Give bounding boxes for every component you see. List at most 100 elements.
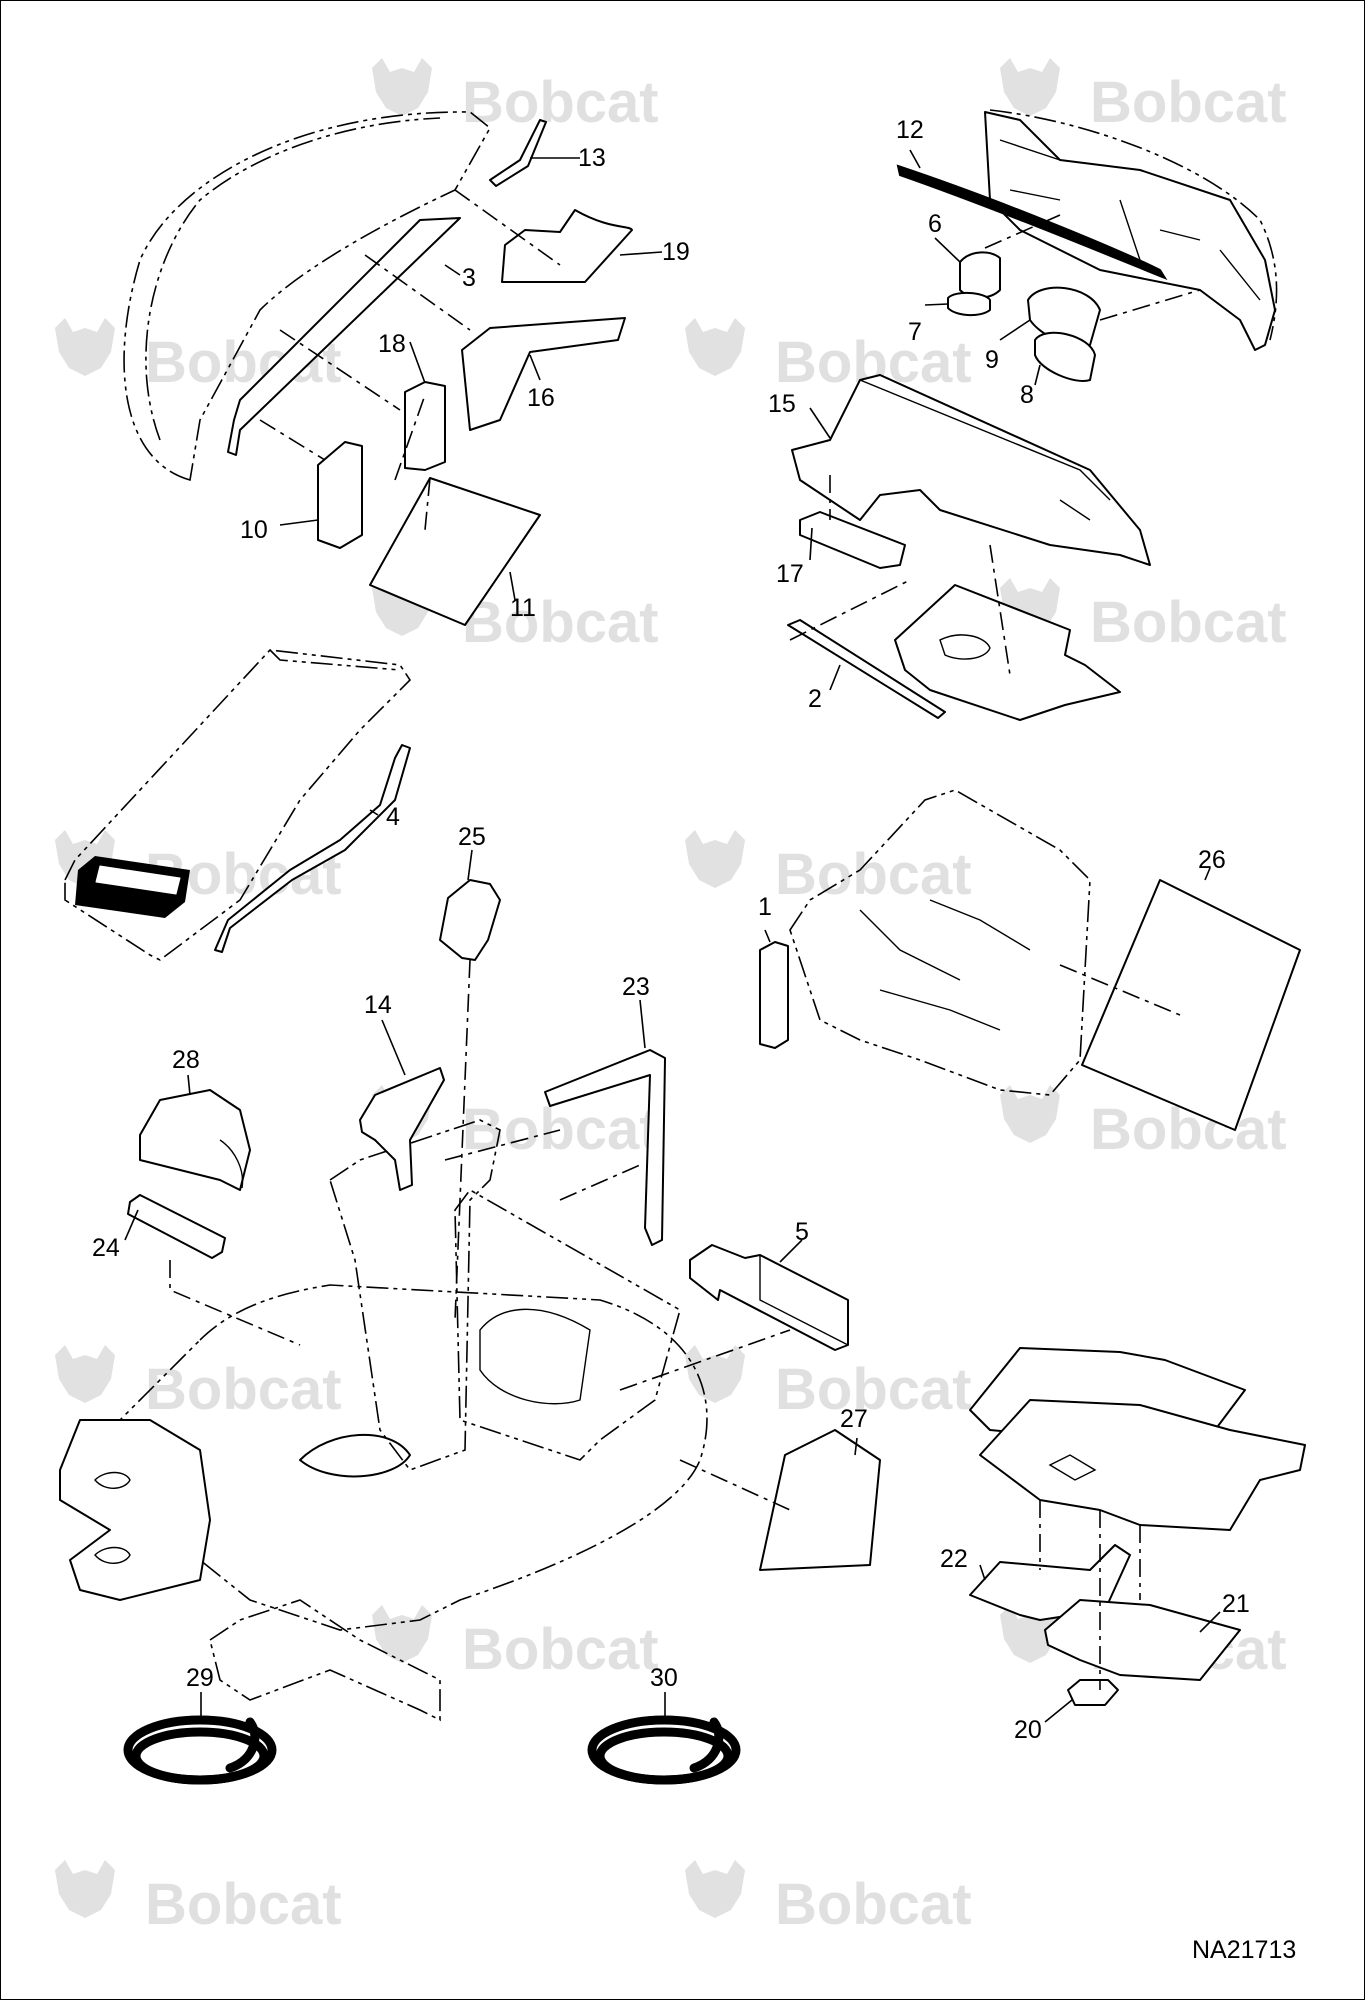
watermark: Bobcat [685, 1860, 972, 1937]
cab-frame [789, 789, 1091, 1096]
hose-29 [123, 1715, 277, 1785]
watermark-text: Bobcat [462, 70, 659, 135]
watermark: Bobcat [372, 578, 659, 655]
callout-18: 18 [378, 330, 406, 358]
leader-24 [124, 1209, 139, 1241]
engine-cover-group [123, 111, 633, 626]
engine-cover-phantom [123, 111, 492, 482]
watermark-text: Bobcat [1090, 70, 1287, 135]
leader-26 [1204, 867, 1211, 881]
pad-5 [689, 1244, 849, 1351]
watermark-text: Bobcat [462, 1617, 659, 1682]
cab-pillar [329, 1119, 501, 1471]
callout-7: 7 [908, 318, 922, 346]
watermark-text: Bobcat [775, 1357, 972, 1422]
pad-6 [959, 251, 1001, 299]
hose-coil [131, 1727, 269, 1785]
document-id: NA21713 [1192, 1936, 1296, 1964]
pad-14 [359, 1067, 445, 1191]
cab-frame-detail [859, 899, 1031, 1031]
assembly-line [454, 189, 561, 266]
leader-21 [1199, 1611, 1221, 1633]
leader-2 [829, 664, 841, 691]
callout-10: 10 [240, 516, 268, 544]
pad-18 [404, 381, 446, 471]
leader-27 [854, 1437, 858, 1456]
seal-4 [214, 744, 411, 953]
grille-slot [95, 865, 181, 895]
pad-5-detail [719, 1255, 849, 1351]
callout-23: 23 [622, 973, 650, 1001]
pad-21 [1044, 1599, 1241, 1681]
assembly-line [279, 329, 401, 411]
assembly-line [984, 214, 1061, 249]
callout-12: 12 [896, 116, 924, 144]
leader-3 [444, 264, 461, 276]
pad-23 [544, 1049, 666, 1246]
floor-plate-lower [979, 1399, 1306, 1531]
cab-frame-group [759, 789, 1301, 1131]
callout-22: 22 [940, 1545, 968, 1573]
radiator-housing [64, 649, 412, 961]
assembly-line [259, 419, 326, 461]
pad-17 [799, 511, 906, 569]
watermark: Bobcat [372, 1605, 659, 1682]
watermark: Bobcat [685, 318, 972, 395]
callout-25: 25 [458, 823, 486, 851]
watermark: Bobcat [1000, 58, 1287, 135]
floor-opening [479, 1308, 591, 1405]
watermark: Bobcat [55, 1345, 342, 1422]
watermark-text: Bobcat [145, 1357, 342, 1422]
callout-19: 19 [662, 238, 690, 266]
panel-bottom-plate-hole [939, 634, 991, 660]
assembly-line [394, 394, 426, 481]
radiator-housing-group [64, 649, 412, 961]
rear-panel-phantom [989, 109, 1278, 341]
callout-21: 21 [1222, 1590, 1250, 1618]
watermark-text: Bobcat [1090, 590, 1287, 655]
watermark: Bobcat [372, 1085, 659, 1162]
bobcat-head-icon [55, 1860, 115, 1918]
callout-8: 8 [1020, 381, 1034, 409]
pad-19 [501, 209, 633, 283]
pad-24 [127, 1194, 226, 1259]
callout-14: 14 [364, 991, 392, 1019]
assembly-line [559, 1164, 641, 1201]
bobcat-head-icon [55, 318, 115, 376]
leader-25 [467, 849, 473, 881]
assembly-line [364, 254, 471, 331]
callout-17: 17 [776, 560, 804, 588]
pad-11 [369, 477, 541, 626]
leader-17 [809, 527, 813, 561]
hose-end [689, 1717, 724, 1773]
panel-15-detail [859, 379, 1111, 521]
callout-24: 24 [92, 1234, 120, 1262]
bobcat-head-icon [685, 830, 745, 888]
assembly-line [424, 477, 431, 531]
callout-4: 4 [386, 803, 400, 831]
leader-28 [187, 1074, 191, 1096]
leader-23 [639, 999, 646, 1049]
pad-9 [1027, 286, 1101, 347]
upper-panel-group [787, 374, 1151, 721]
watermark-text: Bobcat [145, 1872, 342, 1937]
bobcat-head-icon [55, 1345, 115, 1403]
watermark: Bobcat [55, 1860, 342, 1937]
callout-15: 15 [768, 390, 796, 418]
callout-27: 27 [840, 1405, 868, 1433]
pad-26 [1081, 879, 1301, 1131]
floor-plate-group [969, 1347, 1306, 1706]
hose-30 [587, 1715, 741, 1785]
panel-15 [791, 374, 1151, 566]
assembly-line [1059, 964, 1181, 1016]
callout-28: 28 [172, 1046, 200, 1074]
leader-19 [619, 251, 663, 256]
leader-22 [979, 1564, 986, 1581]
leader-7 [924, 303, 949, 306]
watermark: Bobcat [685, 830, 972, 907]
callout-20: 20 [1014, 1716, 1042, 1744]
leader-20 [1044, 1699, 1073, 1723]
callout-16: 16 [527, 384, 555, 412]
leader-12 [909, 149, 921, 169]
main-frame-outline [109, 1284, 708, 1631]
